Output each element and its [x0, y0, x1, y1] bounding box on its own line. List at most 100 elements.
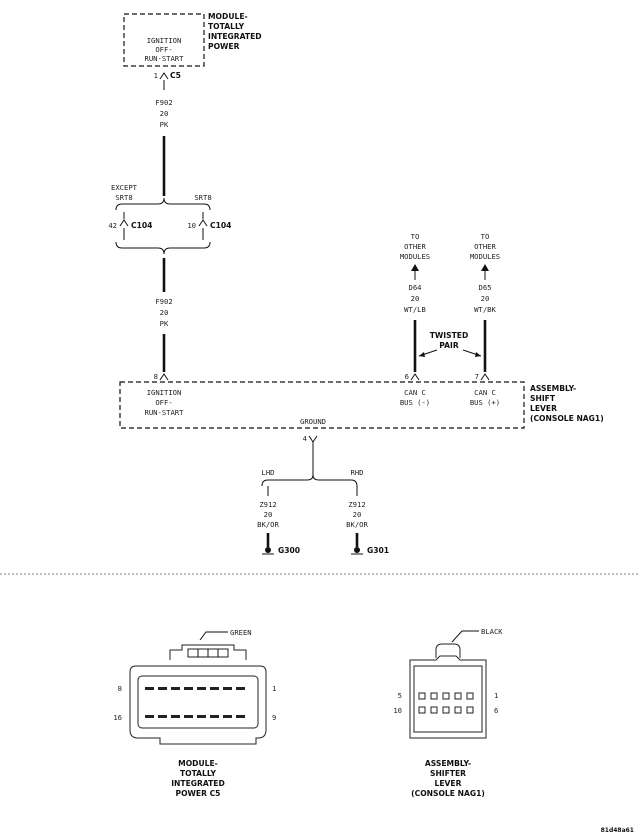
shifter-pin	[418, 706, 426, 714]
ground-right-wire-color: BK/OR	[346, 520, 368, 529]
ground-left-wire-circuit: Z912	[259, 500, 276, 509]
c5-pin	[171, 715, 180, 718]
shifter-pin	[430, 706, 438, 714]
tipm-name-line-4: POWER	[208, 42, 240, 51]
bus-right-dest-line-3: MODULES	[470, 252, 500, 261]
connector-shifter-view: BLACK 5 1 10 6 ASSEMBLY- SHIFTER LEVER (…	[393, 627, 503, 798]
c5-face	[137, 675, 259, 729]
c5-pin	[223, 715, 232, 718]
upper-brace	[115, 197, 211, 211]
c5-pin	[184, 715, 193, 718]
bus-right-dest-line-2: OTHER	[474, 242, 496, 251]
c5-pin	[197, 687, 206, 690]
ground-branch: LHD RHD Z912 20 BK/OR Z912 20 BK/OR G300…	[257, 442, 389, 555]
shifter-pin-bottom-left: 10	[393, 706, 402, 715]
lower-wire-gauge: 20	[160, 308, 169, 317]
shift-pin-ign: 8	[154, 372, 158, 381]
shifter-pin-bottom-right: 6	[494, 706, 498, 715]
upper-wire-circuit: F902	[155, 98, 172, 107]
bus-left-dest-line-2: OTHER	[404, 242, 426, 251]
ground-g301-label: G301	[367, 546, 389, 555]
shift-lever-module: 8 IGNITION OFF- RUN-START 6 CAN C BUS (-…	[119, 372, 604, 443]
shifter-caption-line-2: SHIFTER	[430, 769, 466, 778]
can-bus-minus: TO OTHER MODULES D64 20 WT/LB	[400, 232, 430, 372]
c5-pin	[236, 687, 245, 690]
c5-pin	[145, 687, 154, 690]
bus-left-dest-line-3: MODULES	[400, 252, 430, 261]
tipm-pin-connector-symbol	[159, 72, 169, 80]
bus-left-wire-circuit: D64	[409, 283, 422, 292]
lower-wire-color: PK	[160, 319, 169, 328]
shift-name-line-4: (CONSOLE NAG1)	[530, 414, 604, 423]
shifter-pin	[442, 692, 450, 700]
c5-caption-line-3: INTEGRATED	[171, 779, 225, 788]
c5-color-label: GREEN	[230, 628, 252, 637]
ground-brace	[261, 474, 358, 487]
shift-name-line-2: SHIFT	[530, 394, 556, 403]
ground-g300-icon	[265, 547, 271, 553]
tipm-connector-label: C5	[170, 71, 181, 80]
upper-wire-color: PK	[160, 120, 169, 129]
shift-pin-can-minus: 6	[405, 372, 409, 381]
shifter-color-label: BLACK	[481, 627, 503, 636]
c5-pin-bottom-right: 9	[272, 713, 276, 722]
bus-left-wire-color: WT/LB	[404, 305, 426, 314]
shift-pin-can-plus-symbol	[480, 373, 490, 381]
bus-right-wire-color: WT/BK	[474, 305, 496, 314]
twisted-pair-line-1: TWISTED	[430, 331, 469, 340]
tipm-name-line-3: INTEGRATED	[208, 32, 262, 41]
c5-pin	[171, 687, 180, 690]
bus-left-arrow	[411, 264, 419, 271]
shift-ign-line-3: RUN-START	[145, 408, 185, 417]
shift-can-plus-line-1: CAN C	[474, 388, 496, 397]
tipm-module: IGNITION OFF- RUN-START MODULE- TOTALLY …	[123, 12, 262, 80]
shifter-pin	[430, 692, 438, 700]
tipm-ign-line-3: RUN-START	[145, 54, 185, 63]
shifter-caption-line-3: LEVER	[435, 779, 462, 788]
ground-left-wire-color: BK/OR	[257, 520, 279, 529]
shift-ign-line-1: IGNITION	[147, 388, 182, 397]
shift-can-minus-line-2: BUS (-)	[400, 398, 430, 407]
shift-ign-line-2: OFF-	[155, 398, 172, 407]
shifter-pin	[442, 706, 450, 714]
shifter-color-leader	[451, 630, 479, 643]
shift-can-minus-line-1: CAN C	[404, 388, 426, 397]
twisted-pair-arrow-right	[475, 352, 481, 357]
c5-pin	[158, 687, 167, 690]
shift-ground-pin-symbol	[308, 435, 318, 443]
except-srt8-line-2: SRT8	[115, 193, 132, 202]
c5-pin	[197, 715, 206, 718]
c5-pin	[223, 687, 232, 690]
figure-id: 81d48a61	[601, 827, 634, 834]
tipm-name-line-2: TOTALLY	[208, 22, 245, 31]
shift-pin-ign-symbol	[159, 373, 169, 381]
shifter-pin-row-top	[418, 692, 474, 700]
tipm-name-line-1: MODULE-	[208, 12, 248, 21]
ground-right-wire-circuit: Z912	[348, 500, 365, 509]
shifter-pin-top-left: 5	[398, 691, 402, 700]
tipm-pin-number: 1	[154, 71, 158, 80]
c104-right-pin: 10	[187, 221, 196, 230]
shifter-caption-line-1: ASSEMBLY-	[425, 759, 471, 768]
c5-pin	[210, 687, 219, 690]
twisted-pair-line-2: PAIR	[439, 341, 459, 350]
c5-pin	[158, 715, 167, 718]
c5-pin	[210, 715, 219, 718]
rhd-label: RHD	[351, 468, 364, 477]
ground-right-wire-gauge: 20	[353, 510, 362, 519]
c5-pin-top-right: 1	[272, 684, 276, 693]
srt8-label: SRT8	[194, 193, 211, 202]
shift-name-line-1: ASSEMBLY-	[530, 384, 576, 393]
shifter-pin-row-bottom	[418, 706, 474, 714]
shift-ground-label: GROUND	[300, 417, 326, 426]
c104-right-label: C104	[210, 221, 231, 230]
shift-can-plus-line-2: BUS (+)	[470, 398, 500, 407]
lhd-label: LHD	[262, 468, 275, 477]
c5-pin-row-bottom	[145, 715, 245, 718]
c5-pin	[236, 715, 245, 718]
bus-right-arrow	[481, 264, 489, 271]
lower-wire-circuit: F902	[155, 297, 172, 306]
shifter-pin	[466, 692, 474, 700]
c5-caption-line-1: MODULE-	[178, 759, 218, 768]
